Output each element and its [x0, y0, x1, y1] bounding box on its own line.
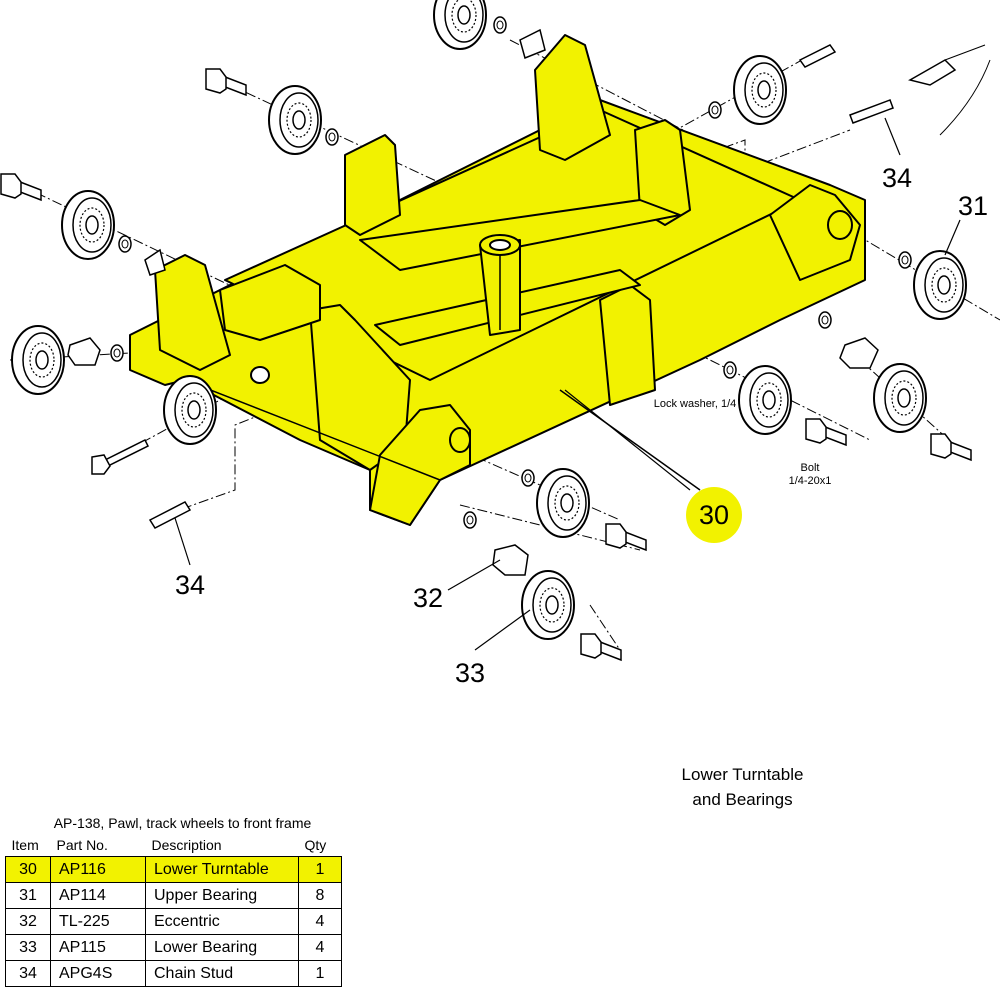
callout-item-34-top: 34: [882, 163, 913, 193]
bolt-size-label: 1/4-20x1: [788, 475, 832, 487]
lower-turntable-frame: [129, 34, 866, 526]
row-item: 32: [5, 908, 51, 935]
bolt-note: Bolt 1/4-20x1: [770, 462, 850, 488]
row-qty: 4: [298, 934, 342, 961]
callout-item-30: 30: [686, 487, 742, 543]
row-item: 31: [5, 882, 51, 909]
hardware: [0, 0, 991, 661]
row-item: 30: [5, 856, 51, 883]
table-row: 32 TL-225 Eccentric 4: [5, 908, 342, 935]
parts-list-header-row: Item Part No. Description Qty: [6, 835, 342, 857]
callout-item-34-left: 34: [175, 570, 206, 600]
row-item: 33: [5, 934, 51, 961]
assembly-title-line-2: and Bearings: [692, 790, 793, 809]
row-part-no: TL-225: [50, 908, 146, 935]
table-row: 33 AP115 Lower Bearing 4: [5, 934, 342, 961]
row-description: Lower Bearing: [145, 934, 299, 961]
assembly-title-line-1: Lower Turntable: [681, 765, 804, 784]
header-description: Description: [151, 837, 222, 853]
assembly-title: Lower Turntable and Bearings: [640, 762, 845, 812]
header-part-no: Part No.: [56, 837, 108, 853]
row-qty: 4: [298, 908, 342, 935]
parts-list-caption: AP-138, Pawl, track wheels to front fram…: [53, 815, 312, 831]
lock-washer-label: Lock washer, 1/4: [653, 398, 737, 410]
row-part-no: AP114: [50, 882, 146, 909]
row-description: Lower Turntable: [145, 856, 299, 883]
table-row: 31 AP114 Upper Bearing 8: [5, 882, 342, 909]
lock-washer-note: Lock washer, 1/4: [640, 398, 750, 411]
row-qty: 8: [298, 882, 342, 909]
row-part-no: APG4S: [50, 960, 146, 987]
row-description: Eccentric: [145, 908, 299, 935]
header-item: Item: [11, 837, 39, 853]
callout-item-32: 32: [413, 583, 444, 613]
row-qty: 1: [298, 960, 342, 987]
row-description: Upper Bearing: [145, 882, 299, 909]
row-qty: 1: [298, 856, 342, 883]
row-part-no: AP116: [50, 856, 146, 883]
row-part-no: AP115: [50, 934, 146, 961]
table-row: 30 AP116 Lower Turntable 1: [5, 856, 342, 883]
parts-list-table: Item Part No. Description Qty 30 AP116 L…: [5, 835, 342, 987]
callout-item-33: 33: [455, 658, 486, 688]
bolt-label: Bolt: [800, 462, 820, 474]
table-row: 34 APG4S Chain Stud 1: [5, 960, 342, 987]
row-item: 34: [5, 960, 51, 987]
row-description: Chain Stud: [145, 960, 299, 987]
callout-item-31: 31: [958, 191, 989, 221]
header-qty: Qty: [304, 837, 327, 853]
